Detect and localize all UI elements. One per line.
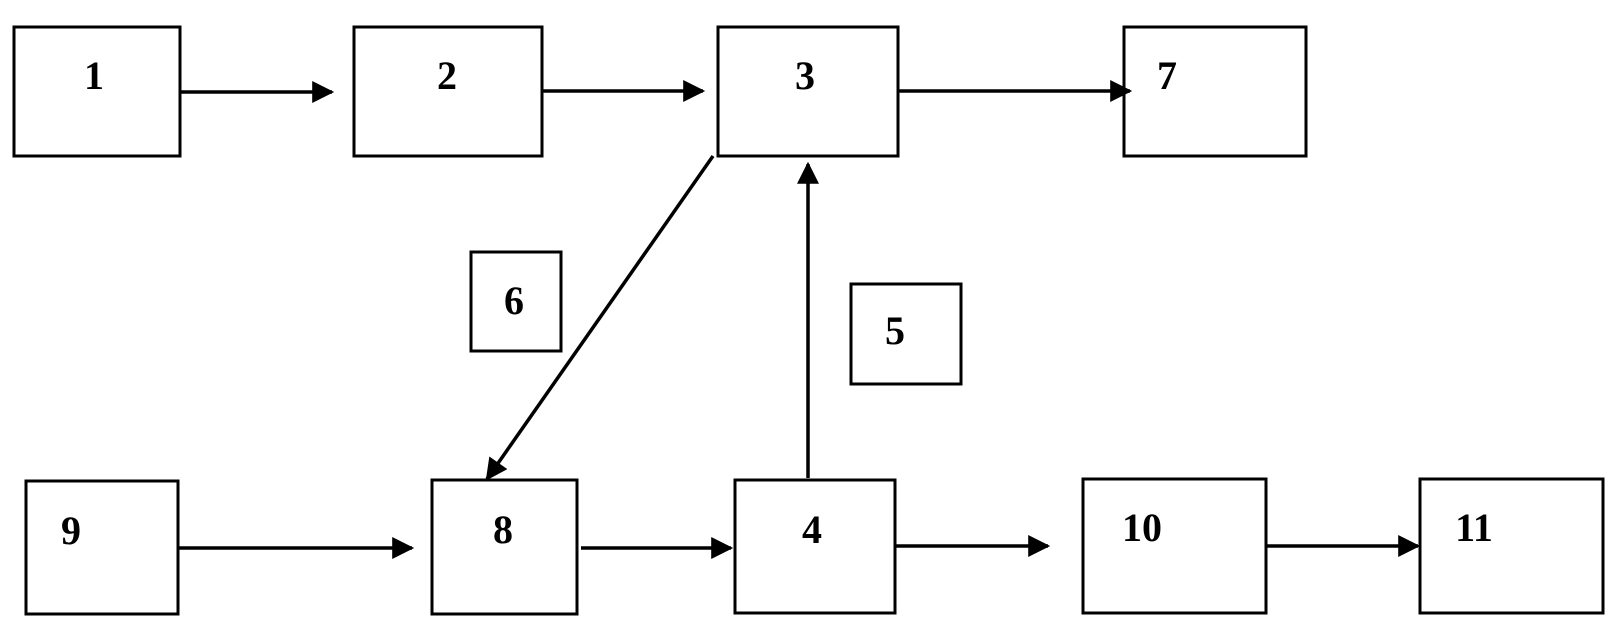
block-7-label: 7 — [1157, 53, 1177, 98]
block-1-label: 1 — [84, 53, 104, 98]
block-11: 11 — [1418, 477, 1605, 615]
block-3-label: 3 — [795, 53, 815, 98]
block-8-label: 8 — [493, 507, 513, 552]
block-6: 6 — [469, 250, 563, 353]
block-3: 3 — [716, 25, 900, 158]
block-4-label: 4 — [802, 507, 822, 552]
block-4: 4 — [733, 478, 897, 615]
block-5-label: 5 — [885, 308, 905, 353]
block-6-label: 6 — [504, 278, 524, 323]
block-1: 1 — [12, 25, 182, 158]
block-9-label: 9 — [61, 508, 81, 553]
arrow-3-to-8 — [485, 154, 715, 481]
block-2-label: 2 — [437, 53, 457, 98]
block-11-label: 11 — [1455, 505, 1493, 550]
block-2: 2 — [352, 25, 544, 158]
block-10-label: 10 — [1122, 505, 1162, 550]
block-10: 10 — [1081, 477, 1268, 615]
block-5: 5 — [849, 282, 963, 386]
block-8: 8 — [430, 478, 579, 616]
block-7: 7 — [1122, 25, 1308, 158]
block-9: 9 — [24, 479, 180, 616]
